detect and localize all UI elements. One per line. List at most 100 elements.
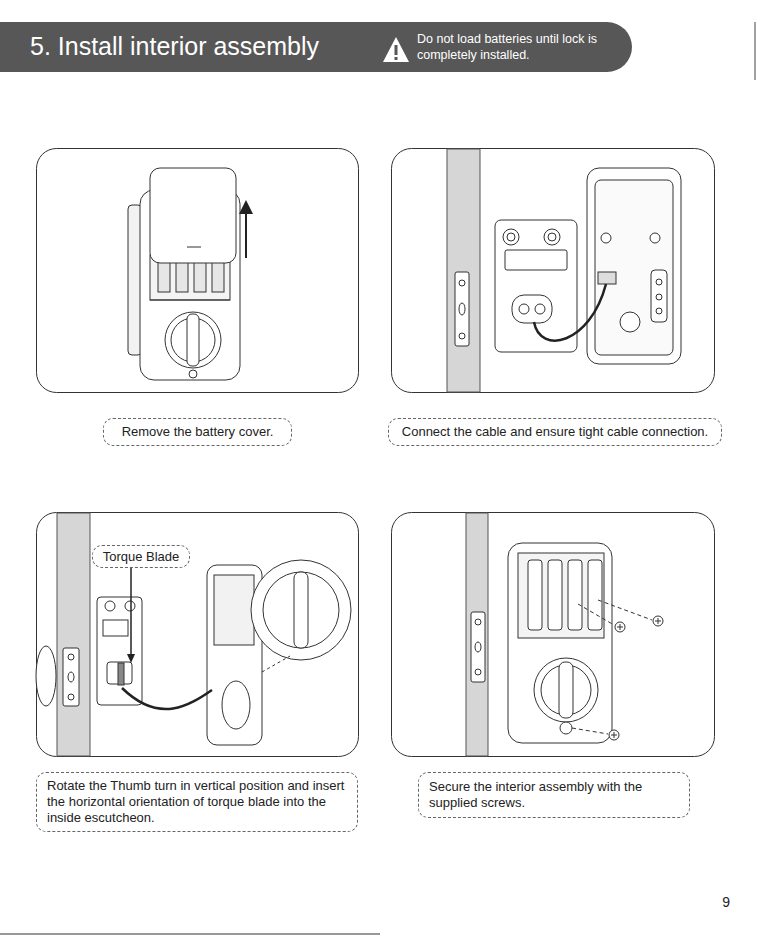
cable-connection-illustration [535,304,545,314]
lock-interior-illustration [176,262,188,292]
secure-assembly-illustration [475,669,481,675]
secure-assembly-illustration [615,622,625,632]
secure-assembly-illustration [548,560,562,630]
secure-assembly-illustration [528,560,542,630]
header-band [755,22,756,80]
lock-interior-illustration [194,262,206,292]
secure-assembly-illustration [588,560,602,630]
caption-text: Connect the cable and ensure tight cable… [402,424,708,440]
cable-connection-illustration [534,284,606,341]
cable-connection-illustration [656,279,662,285]
cable-connection-illustration [598,272,616,284]
secure-assembly-illustration [518,553,604,638]
lock-interior-illustration [150,168,236,263]
secure-assembly-illustration [475,642,481,652]
cable-connection-illustration [503,229,519,245]
secure-assembly-illustration [559,662,573,718]
header-band [395,57,398,60]
caption-text: Rotate the Thumb turn in vertical positi… [47,778,347,826]
torque-blade-illustration [107,662,132,684]
lock-interior-illustration [187,314,199,366]
torque-blade-illustration [207,565,262,745]
lock-interior-illustration [189,370,197,378]
torque-blade-illustration [262,656,290,672]
cable-connection-illustration [447,149,681,392]
secure-assembly-illustration [471,612,485,682]
secure-assembly-illustration [617,624,623,630]
cable-connection-illustration [650,233,660,243]
cable-connection-illustration [620,312,640,332]
torque-blade-illustration [103,620,128,636]
cable-connection-illustration [601,233,611,243]
page-number: 9 [700,894,730,910]
cable-connection-illustration [459,333,465,339]
cable-connection-illustration [507,233,515,241]
torque-blade-illustration [63,648,79,706]
torque-blade-illustration [97,597,142,705]
secure-assembly-illustration [466,513,488,756]
cable-connection-illustration [656,294,662,300]
header-band [0,22,755,80]
text-group: Connect the cable and ensure tight cable… [402,424,708,440]
torque-blade-illustration [68,694,74,700]
secure-assembly-illustration [572,728,608,734]
header-band [395,45,398,55]
lock-interior-illustration [239,200,253,214]
cable-connection-illustration [519,304,529,314]
torque-blade-illustration [263,572,339,648]
cable-connection-illustration [656,308,662,314]
torque-blade-illustration [105,601,115,611]
cable-connection-illustration [512,295,552,323]
panel-frame [37,149,359,393]
text-group: Remove the battery cover. [122,424,274,440]
torque-blade-illustration [130,568,132,656]
secure-assembly-illustration [578,604,614,625]
panel-frame [392,513,715,757]
caption-box: Connect the cable and ensure tight cable… [388,418,722,446]
torque-blade-illustration [36,513,351,756]
text-group: Rotate the Thumb turn in vertical positi… [47,778,347,826]
torque-blade-illustration [68,672,74,682]
panel-frame [392,149,715,393]
secure-assembly-illustration [568,560,582,630]
secure-assembly-illustration [508,543,612,743]
page-title: 5. Install interior assembly [30,32,319,61]
part-tag: Torque Blade [92,545,190,568]
cable-connection-illustration [544,229,560,245]
torque-blade-illustration [57,513,90,756]
torque-blade-illustration [118,663,124,685]
secure-assembly-illustration [475,619,481,625]
lock-interior-illustration [150,300,230,301]
torque-blade-illustration [251,560,351,660]
torque-blade-illustration [222,681,250,729]
caption-text: Secure the interior assembly with the su… [429,779,679,811]
cable-connection-illustration [495,220,577,352]
secure-assembly-illustration [611,732,617,738]
torque-blade-illustration [127,654,135,663]
header-band [0,22,632,72]
lock-interior-illustration [187,247,201,248]
caption-box: Rotate the Thumb turn in vertical positi… [36,772,358,832]
secure-assembly-illustration [560,722,572,734]
torque-blade-illustration [122,688,212,709]
caption-text: Remove the battery cover. [122,424,274,440]
lock-interior-illustration [158,262,170,292]
lock-interior-illustration [212,262,224,292]
header-band [383,37,409,62]
lock-interior-illustration [128,168,253,380]
panel-frame [37,513,359,757]
torque-blade-illustration [68,654,74,660]
caption-text: Torque Blade [103,549,180,564]
secure-assembly-illustration [655,618,661,624]
cable-connection-illustration [459,280,465,286]
secure-assembly-illustration [534,658,598,722]
panel-frame [37,149,715,757]
torque-blade-illustration [36,646,56,706]
cable-connection-illustration [651,270,667,322]
cable-connection-illustration [447,149,480,392]
secure-assembly-illustration [609,730,619,740]
cable-connection-illustration [455,272,469,346]
cable-connection-illustration [548,233,556,241]
